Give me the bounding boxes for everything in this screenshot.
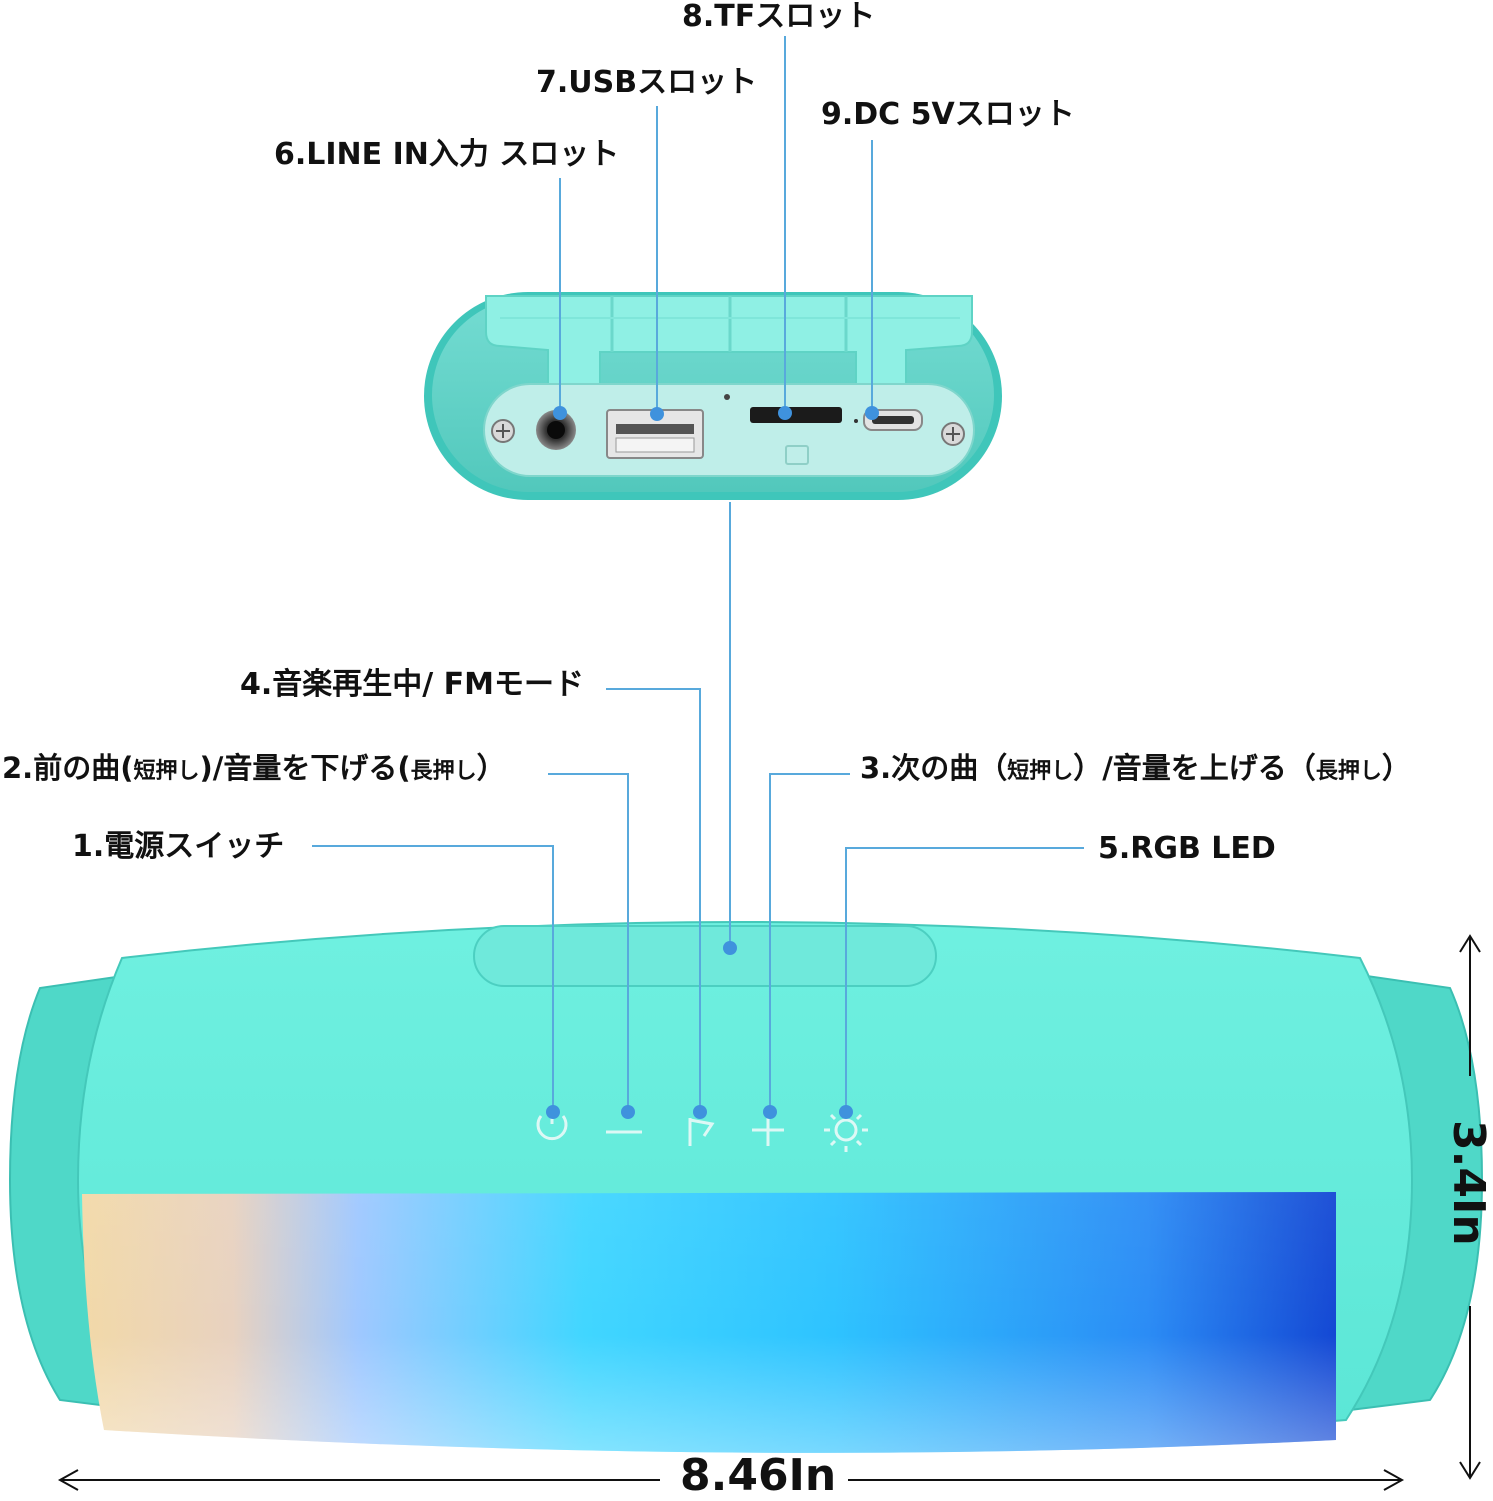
callout-prev bbox=[548, 773, 629, 1112]
label-next-short: 短押し bbox=[1007, 759, 1074, 784]
label-next-main: 3.次の曲（ bbox=[860, 751, 1008, 785]
speaker-body bbox=[8, 921, 1484, 1453]
callout-lines bbox=[312, 36, 1084, 1112]
label-prev: 2.前の曲(短押し)/音量を下げる(長押し） bbox=[2, 754, 506, 783]
callout-power bbox=[312, 845, 554, 1112]
label-next-mid: ）/音量を上げる（ bbox=[1073, 751, 1316, 785]
label-prev-main: 2.前の曲( bbox=[2, 751, 134, 785]
label-line-in: 6.LINE IN入力 スロット bbox=[274, 137, 620, 172]
width-dimension bbox=[57, 1469, 1405, 1491]
label-mode: 4.音楽再生中/ FMモード bbox=[240, 667, 585, 702]
callout-next bbox=[769, 773, 850, 1112]
height-label: 3.4In bbox=[1443, 1120, 1493, 1246]
tf-slot bbox=[750, 407, 842, 423]
label-prev-mid: )/音量を下げる( bbox=[199, 751, 411, 785]
callout-mode bbox=[606, 688, 701, 1112]
label-rgb: 5.RGB LED bbox=[1098, 831, 1276, 866]
mode-icon bbox=[688, 1118, 715, 1146]
label-dc-slot: 9.DC 5Vスロット bbox=[821, 97, 1075, 132]
mode-button-bar bbox=[473, 925, 937, 987]
label-prev-long: 長押し bbox=[410, 759, 477, 784]
plus-icon bbox=[752, 1116, 784, 1146]
port-panel bbox=[424, 292, 1002, 500]
label-power: 1.電源スイッチ bbox=[72, 829, 285, 864]
label-prev-short: 短押し bbox=[133, 759, 200, 784]
label-next-end: ） bbox=[1381, 751, 1411, 785]
label-prev-end: ） bbox=[476, 751, 506, 785]
callout-dots bbox=[546, 406, 879, 1119]
label-tf-slot: 8.TFスロット bbox=[682, 0, 876, 34]
width-label: 8.46In bbox=[680, 1450, 837, 1501]
label-next: 3.次の曲（短押し）/音量を上げる（長押し） bbox=[860, 754, 1411, 783]
callout-rgb bbox=[845, 847, 1084, 1112]
height-dimension bbox=[1459, 934, 1481, 1480]
label-usb-slot: 7.USBスロット bbox=[536, 65, 758, 100]
label-next-long: 長押し bbox=[1315, 759, 1382, 784]
